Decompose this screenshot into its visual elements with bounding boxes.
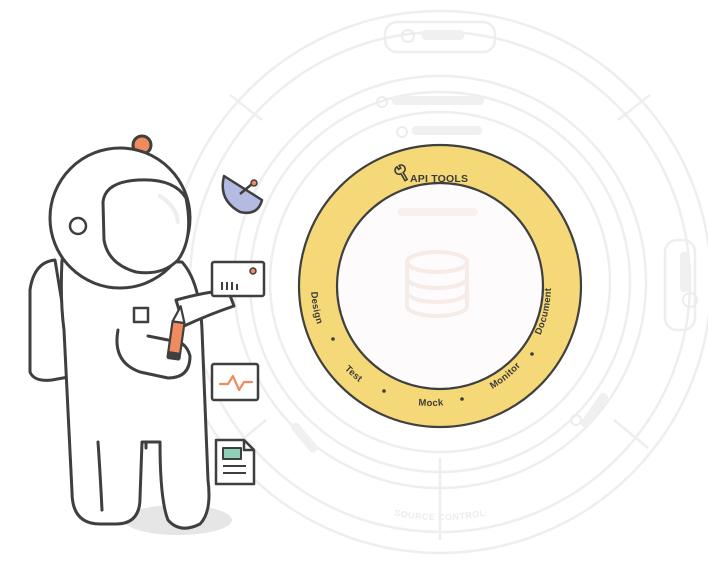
api-card-icon (212, 262, 264, 296)
api-tools-hub: API TOOLS Design Test Mock Monitor Docum… (299, 145, 581, 427)
tool-label-mock: Mock (418, 397, 444, 409)
document-icon (216, 440, 254, 484)
astronaut-visor (103, 180, 189, 273)
astronaut (30, 136, 234, 535)
api-tools-title: API TOOLS (410, 173, 468, 185)
monitor-graph-icon (212, 364, 258, 400)
satellite-dish-icon (223, 176, 262, 213)
